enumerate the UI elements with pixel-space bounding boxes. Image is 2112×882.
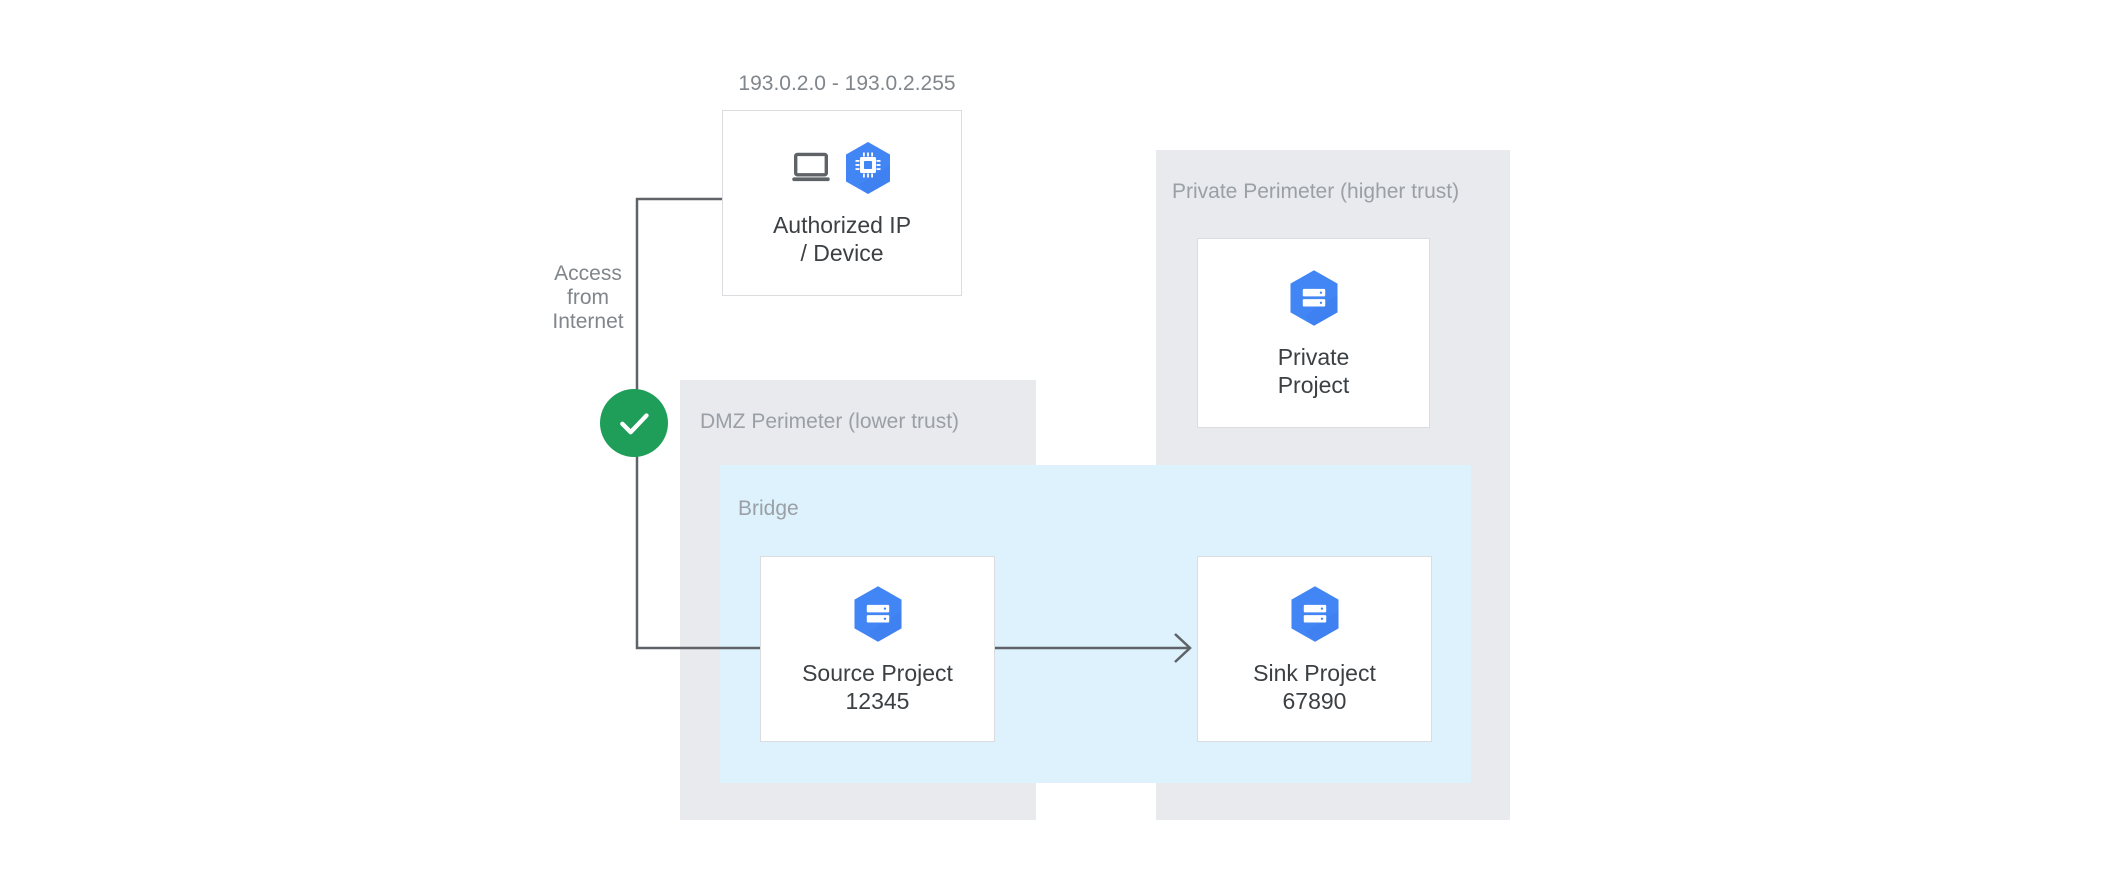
project-hexagon-icon bbox=[853, 586, 902, 642]
check-circle-icon bbox=[620, 413, 649, 435]
source-project-card[interactable]: Source Project 12345 bbox=[760, 556, 995, 742]
access-from-internet-label: Access from Internet bbox=[552, 262, 624, 333]
project-hexagon-icon bbox=[1290, 586, 1339, 642]
private-project-card[interactable]: Private Project bbox=[1197, 238, 1430, 428]
private-perimeter-label: Private Perimeter (higher trust) bbox=[1172, 180, 1460, 203]
compute-engine-hexagon-icon bbox=[846, 142, 890, 194]
private-project-label: Private Project bbox=[1277, 344, 1350, 398]
sink-project-label: Sink Project 67890 bbox=[1253, 660, 1376, 714]
authorized-device-icons bbox=[790, 139, 894, 197]
access-allowed-badge bbox=[600, 389, 668, 457]
authorized-device-label: Authorized IP / Device bbox=[772, 212, 912, 266]
dmz-perimeter-label: DMZ Perimeter (lower trust) bbox=[700, 410, 960, 433]
private-project-icon-wrap bbox=[1285, 267, 1343, 329]
source-project-label: Source Project 12345 bbox=[802, 660, 953, 714]
sink-project-card[interactable]: Sink Project 67890 bbox=[1197, 556, 1432, 742]
bridge-label: Bridge bbox=[738, 497, 799, 520]
source-project-icon-wrap bbox=[849, 583, 907, 645]
ip-range-caption: 193.0.2.0 - 193.0.2.255 bbox=[738, 72, 956, 95]
project-hexagon-icon bbox=[1289, 270, 1338, 326]
authorized-device-card[interactable]: Authorized IP / Device bbox=[722, 110, 962, 296]
laptop-icon bbox=[792, 152, 830, 182]
sink-project-icon-wrap bbox=[1286, 583, 1344, 645]
